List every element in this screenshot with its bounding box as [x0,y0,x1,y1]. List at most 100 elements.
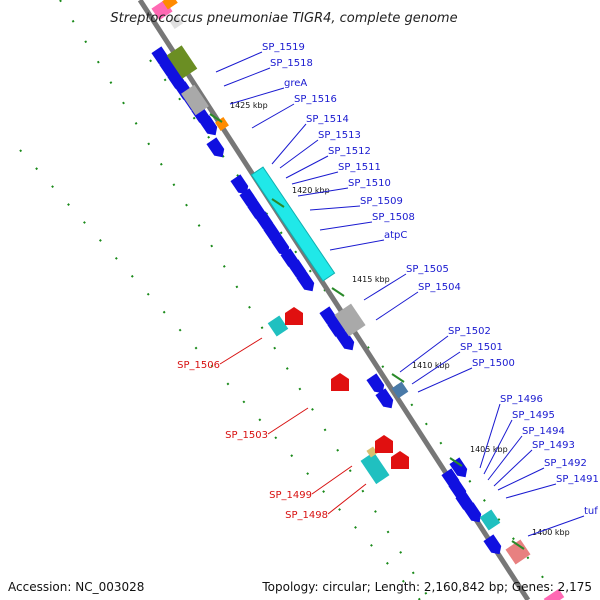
label-leader-line [411,351,461,385]
minus-gene-arrow [375,435,393,453]
gene-arrow [159,58,178,79]
gene-label: SP_1508 [372,212,415,223]
label-leader-line [527,515,585,537]
label-leader-line [223,67,271,87]
label-leader-line [219,337,263,365]
label-leader-line [399,335,449,373]
tick-label: 1415 kbp [352,275,390,284]
label-leader-line [229,87,285,105]
tick-label: 1410 kbp [412,361,450,370]
gene-label: SP_1514 [306,114,349,125]
gene-block [505,539,531,565]
gene-label: SP_1518 [270,58,313,69]
gene-label: SP_1509 [360,196,403,207]
gene-arrow [288,259,307,280]
label-leader-line [271,123,307,165]
gene-label: SP_1500 [472,358,515,369]
label-leader-line [297,187,349,197]
gene-label: SP_1511 [338,162,381,173]
gene-arrow [327,318,346,339]
tick-mark [209,113,223,123]
gene-arrow [449,457,468,478]
accession-text: Accession: NC_003028 [8,580,145,594]
label-leader-line [363,273,407,301]
gene-label: SP_1519 [262,42,305,53]
gene-label: SP_1492 [544,458,587,469]
gene-arrow [263,223,282,244]
tick-label: 1425 kbp [230,101,268,110]
dotted-guide-line [19,149,421,600]
label-leader-line [251,103,295,129]
gene-arrow [206,137,225,158]
label-leader-line [267,407,309,435]
gene-label: SP_1491 [556,474,599,485]
label-leader-line [479,403,501,469]
label-leader-line [493,449,533,487]
gene-label: SP_1504 [418,282,461,293]
label-leader-line [291,171,339,185]
gene-arrow [230,174,249,195]
gene-arrow [366,373,385,394]
gene-label: SP_1506 [177,360,220,371]
label-leader-line [319,221,373,231]
gene-label: SP_1495 [512,410,555,421]
gene-label: SP_1498 [285,510,328,521]
gene-label: SP_1516 [294,94,337,105]
gene-block [162,0,178,10]
dotted-guide-line [59,0,431,600]
label-leader-line [309,205,361,211]
gene-label: SP_1503 [225,430,268,441]
label-leader-line [375,291,419,321]
gene-arrow [255,211,274,232]
tick-mark [449,457,463,467]
gene-label: atpC [384,230,407,241]
gene-block [267,315,289,337]
gene-label: SP_1494 [522,426,565,437]
label-leader-line [497,467,545,491]
gene-block [166,45,198,79]
gene-arrow [239,188,258,209]
gene-label: SP_1499 [269,490,312,501]
gene-block [391,381,409,399]
label-leader-line [505,483,557,499]
gene-arrow [296,271,315,292]
gene-block [360,451,390,485]
gene-label: SP_1502 [448,326,491,337]
gene-arrow [319,306,338,327]
tick-mark [511,540,525,550]
label-leader-line [327,483,367,515]
label-leader-line [487,435,523,481]
gene-arrow [375,388,394,409]
tick-mark [331,287,345,297]
tick-mark [391,373,405,383]
gene-label: tuf [584,506,598,517]
gene-arrow [483,534,502,555]
minus-gene-arrow [331,373,349,391]
tick-mark [271,198,285,208]
gene-arrow [199,115,218,136]
tick-label: 1405 kbp [470,445,508,454]
gene-label: SP_1501 [460,342,503,353]
gene-label: SP_1505 [406,264,449,275]
minus-gene-arrow [391,451,409,469]
label-leader-line [215,51,263,73]
gene-label: SP_1513 [318,130,361,141]
gene-block [169,15,183,29]
label-leader-line [279,139,319,169]
gene-block [543,588,565,600]
gene-arrow [336,330,355,351]
gene-block [479,509,501,531]
label-leader-line [483,419,513,475]
gene-arrow [151,46,170,67]
gene-block [366,446,378,458]
label-leader-line [311,465,353,495]
gene-label: SP_1496 [500,394,543,405]
gene-block [181,84,209,116]
label-leader-line [285,155,329,179]
gene-label: greA [284,78,307,89]
gene-arrow [271,235,290,256]
tick-label: 1400 kbp [532,528,570,537]
